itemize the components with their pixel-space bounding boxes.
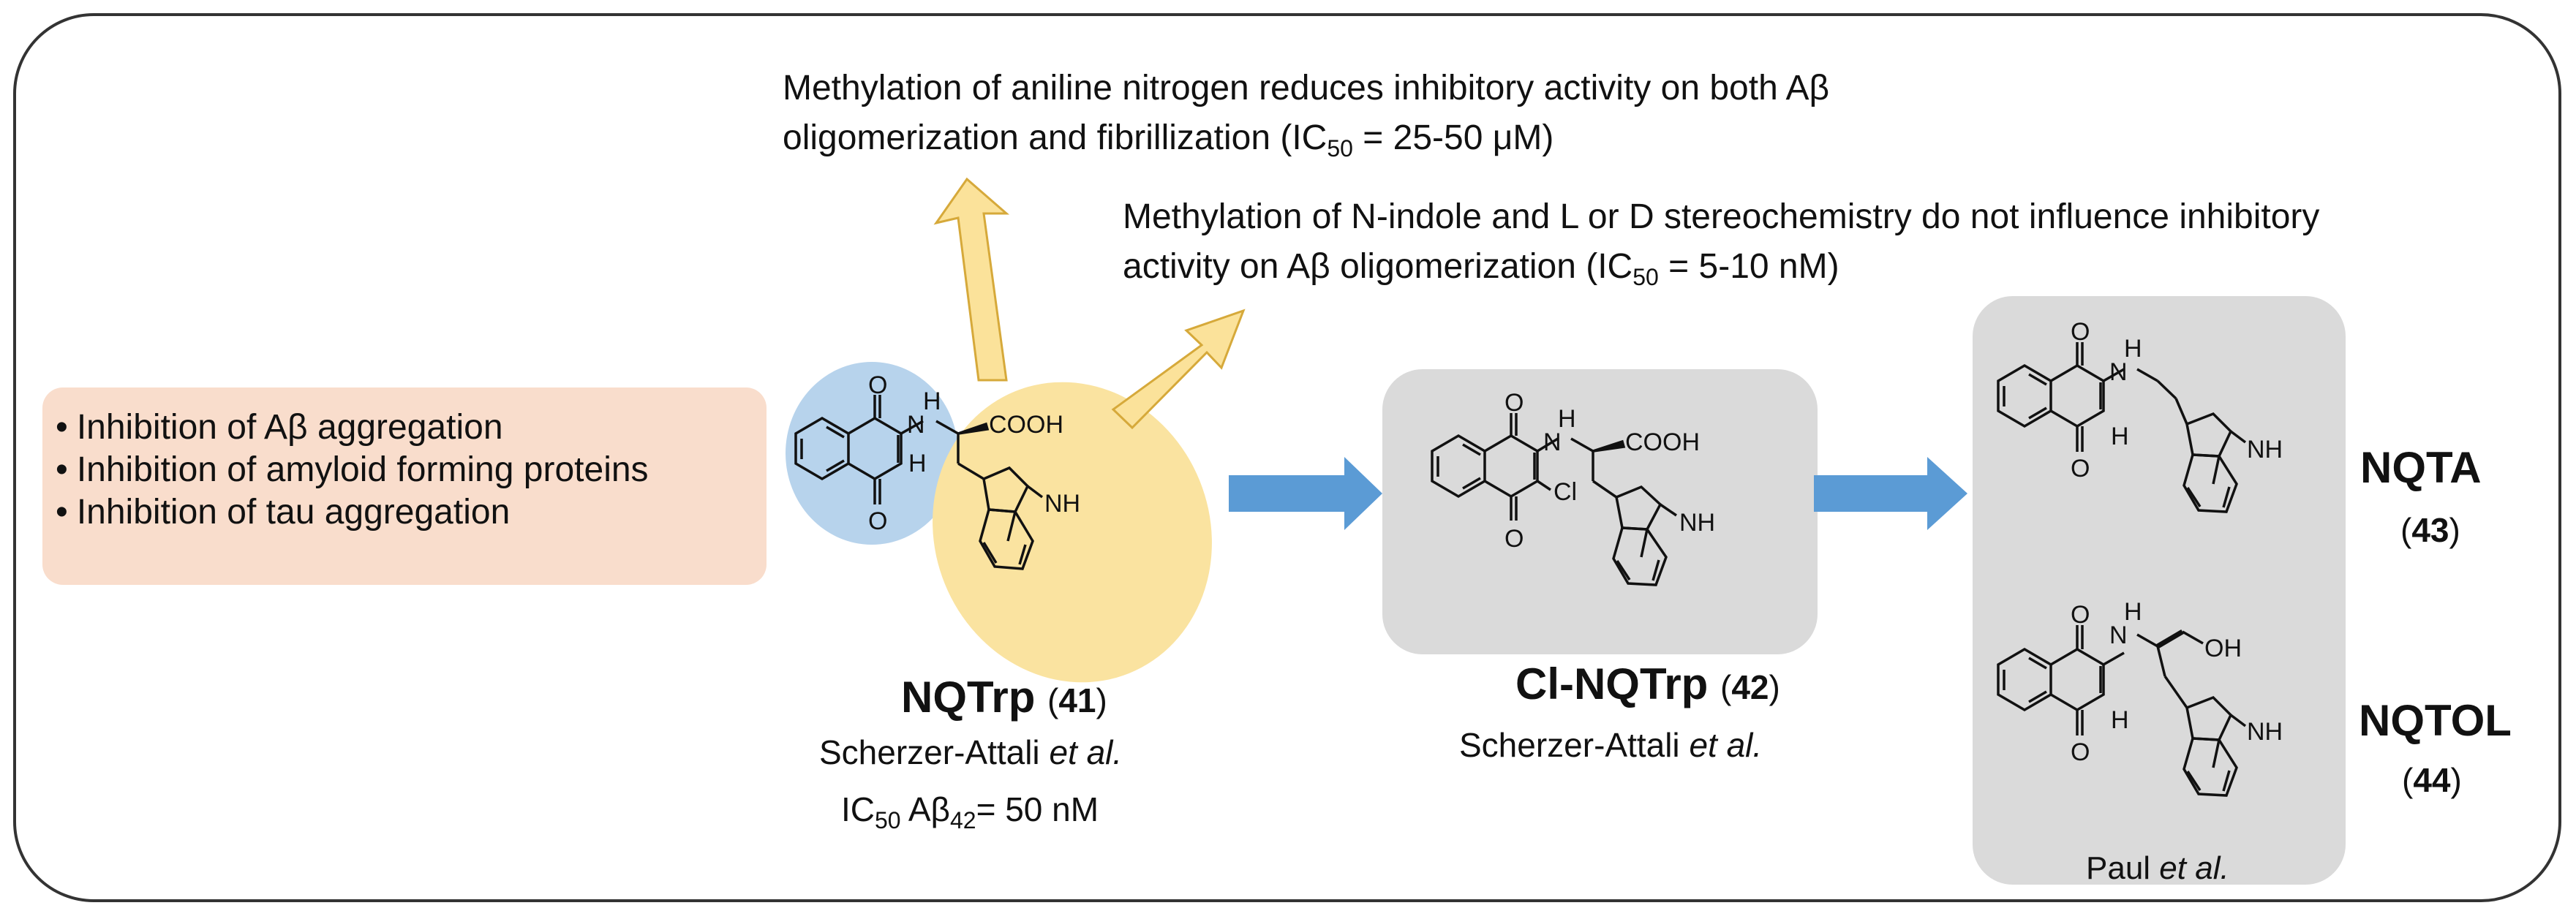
atom-Cl: Cl <box>1553 478 1577 506</box>
atom-NH: NH <box>2247 718 2283 746</box>
activity-item: Inhibition of Aβ aggregation <box>56 406 767 449</box>
nqtrp-ic50: IC50 Aβ42= 50 nM <box>841 790 1099 833</box>
figure-frame <box>13 13 2561 902</box>
atom-N: N <box>907 411 925 439</box>
cl-nqtrp-reference: Scherzer-Attali et al. <box>1459 726 1763 764</box>
atom-O: O <box>2071 318 2090 346</box>
atom-H: H <box>2111 706 2129 734</box>
cl-nqtrp-label: Cl-NQTrp (42) <box>1515 659 1780 708</box>
atom-O: O <box>1504 525 1524 553</box>
nqtrp-reference: Scherzer-Attali et al. <box>819 733 1123 771</box>
yellow-arrow-up <box>933 177 1010 382</box>
aniline-annotation-line2: oligomerization and fibrillization (IC50… <box>783 118 1554 162</box>
atom-H: H <box>2111 423 2129 450</box>
activity-item: Inhibition of tau aggregation <box>56 491 767 534</box>
atom-O: O <box>1504 389 1524 417</box>
atom-N: N <box>2109 621 2128 649</box>
atom-COOH: COOH <box>989 411 1063 439</box>
atom-N: N <box>2109 358 2128 386</box>
nqta-name: NQTA <box>2360 443 2482 492</box>
atom-NH: NH <box>1679 509 1715 537</box>
nqtrp-label: NQTrp (41) <box>901 673 1107 722</box>
tryptophan-highlight <box>933 382 1212 683</box>
atom-H: H <box>2124 335 2142 363</box>
atom-COOH: COOH <box>1625 428 1700 456</box>
atom-H: H <box>908 450 927 477</box>
cl-nqtrp-box <box>1382 369 1818 654</box>
atom-OH: OH <box>2204 635 2242 662</box>
activity-item: Inhibition of amyloid forming proteins <box>56 449 767 491</box>
nqta-number: (43) <box>2400 511 2460 549</box>
nqtrp-name: NQTrp <box>901 673 1036 722</box>
atom-NH: NH <box>2247 436 2283 464</box>
cl-nqtrp-name: Cl-NQTrp <box>1515 659 1709 708</box>
blue-arrow-2 <box>1814 457 1967 530</box>
atom-H: H <box>2124 598 2142 626</box>
atom-O: O <box>868 371 887 399</box>
indole-annotation-line1: Methylation of N-indole and L or D stere… <box>1123 197 2320 236</box>
paul-reference: Paul et al. <box>2086 850 2229 886</box>
indole-annotation-line2: activity on Aβ oligomerization (IC50 = 5… <box>1123 247 1839 290</box>
atom-O: O <box>2071 601 2090 629</box>
blue-arrow-1 <box>1229 457 1382 530</box>
naphthoquinone-highlight <box>786 362 958 545</box>
aniline-annotation-line1: Methylation of aniline nitrogen reduces … <box>783 69 1830 107</box>
atom-H: H <box>923 387 941 415</box>
atom-H: H <box>1558 405 1576 433</box>
nqtol-name: NQTOL <box>2359 696 2512 745</box>
atom-O: O <box>2071 455 2090 483</box>
yellow-arrow-right <box>1111 309 1246 430</box>
nqtol-number: (44) <box>2402 761 2462 799</box>
atom-N: N <box>1543 428 1562 456</box>
atom-O: O <box>868 507 887 535</box>
atom-O: O <box>2071 738 2090 766</box>
activities-box: Inhibition of Aβ aggregation Inhibition … <box>42 387 767 585</box>
atom-NH: NH <box>1044 490 1080 518</box>
nqta-nqtol-box <box>1973 296 2346 885</box>
